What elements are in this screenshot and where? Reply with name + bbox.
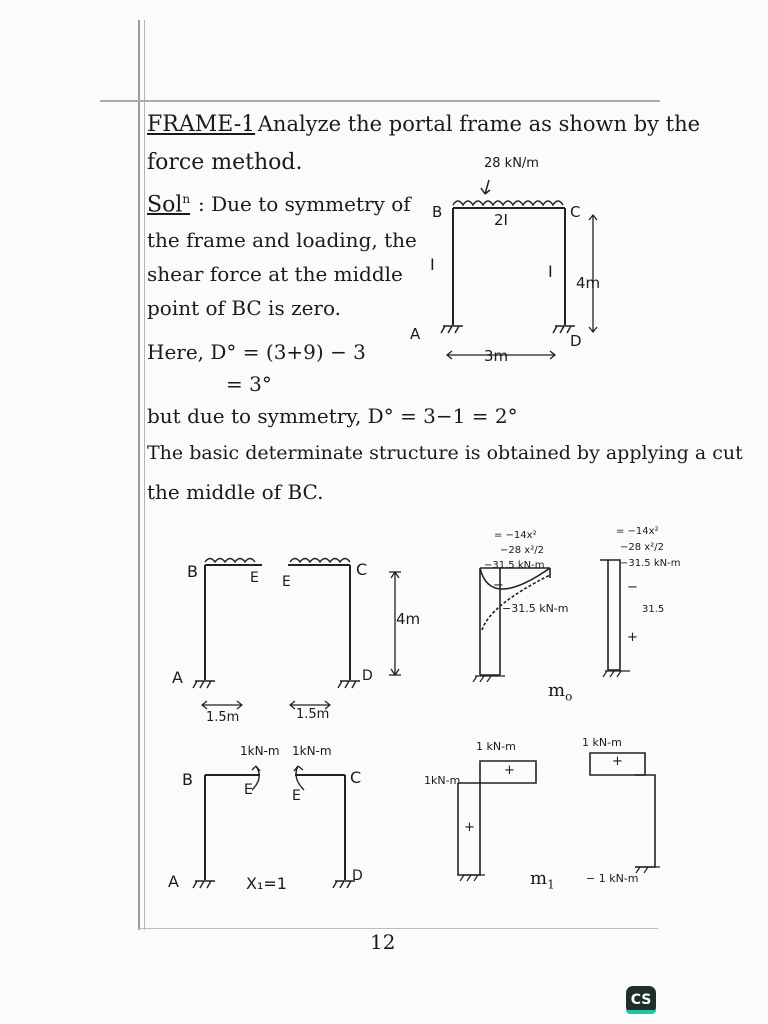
m0-right-equation-1: = −14x² [616,526,659,537]
basic-structure-line-1: The basic determinate structure is obtai… [147,442,743,464]
unit-load-frame-diagram [192,765,355,889]
node-c-label: C [570,203,581,221]
unit-cut-right: E [292,788,301,804]
node-b-label: B [432,203,443,221]
m1-top-right-value: 1 kN-m [582,736,622,749]
heading: FRAME-1 [147,112,256,137]
m1-moment-diagram [457,752,660,882]
m0-column-value: −31.5 kN-m [502,602,569,615]
node-a-label: A [410,325,421,343]
camscanner-logo: CS [626,986,656,1014]
indeterminacy-line: Here, D° = (3+9) − 3 [147,340,366,364]
left-column-inertia: I [430,255,435,274]
m1-bottom-right-value: − 1 kN-m [586,872,639,885]
symmetry-line: but due to symmetry, D° = 3−1 = 2° [147,404,518,428]
solution-line-4: point of BC is zero. [147,296,342,320]
unit-frame-node-b: B [182,770,193,789]
right-column-inertia: I [548,262,553,281]
beam-inertia-label: 2I [494,211,508,229]
cut-frame-node-c: C [356,560,368,579]
m0-label-subscript: o [565,689,573,704]
m0-equation-3: −31.5 kN-m [484,560,545,571]
m1-positive-sign-top: + [504,763,515,778]
cut-frame-node-b: B [187,562,198,581]
m1-side-value: 1kN-m [424,774,461,787]
m0-moment-diagram [472,559,630,683]
cut-right-label: E [282,574,291,590]
m0-right-value: 31.5 [642,604,665,615]
moment-left-label: 1kN-m [240,744,280,758]
m1-top-left-value: 1 kN-m [476,740,516,753]
m0-right-equation-3: −31.5 kN-m [620,558,681,569]
m1-label-subscript: 1 [547,877,555,892]
unit-cut-left: E [244,782,253,798]
m0-positive-sign: + [627,630,638,645]
span-label: 3m [484,347,509,365]
indeterminacy-result: = 3° [226,372,272,396]
m0-equation-2: −28 x²/2 [500,545,544,556]
cut-frame-span-left: 1.5m [206,710,240,725]
page-number: 12 [370,930,396,954]
portal-frame-diagram [440,179,598,360]
cut-left-label: E [250,570,259,586]
m0-label: mo [548,680,572,704]
solution-label: Soln [147,192,191,218]
load-label: 28 kN/m [484,156,539,171]
unit-frame-node-a: A [168,872,179,891]
solution-line-3: shear force at the middle [147,262,403,286]
m1-positive-sign-column: + [464,820,475,835]
m1-label-text: m [530,868,548,889]
margin-line [144,20,145,930]
m0-equation-1: = −14x² [494,530,537,541]
cut-frame-node-d: D [362,668,373,684]
moment-right-label: 1kN-m [292,744,332,758]
m1-positive-sign-right: + [612,754,623,769]
problem-line-2: force method. [147,150,303,175]
problem-line-1: : Analyze the portal frame as shown by t… [244,112,701,136]
m0-label-text: m [548,680,566,701]
m1-label: m1 [530,868,555,892]
cut-frame-node-a: A [172,668,183,687]
m0-right-negative-sign: − [627,580,638,595]
node-d-label: D [570,332,582,350]
unit-load-label: X₁=1 [246,874,287,893]
bottom-rule [138,928,658,929]
top-rule [100,100,660,102]
height-label: 4m [576,274,601,292]
solution-label-text: Sol [147,192,183,218]
cut-frame-span-right: 1.5m [296,707,330,722]
margin-line [138,20,140,930]
cut-frame-height: 4m [396,610,421,628]
cut-frame-diagram [192,557,401,710]
m0-right-equation-2: −28 x²/2 [620,542,664,553]
solution-line-2: the frame and loading, the [147,228,417,252]
unit-frame-node-d: D [352,868,363,884]
basic-structure-line-2: the middle of BC. [147,480,324,504]
m0-negative-sign: − [493,578,504,593]
solution-line-1: : Due to symmetry of [198,192,411,216]
unit-frame-node-c: C [350,768,362,787]
